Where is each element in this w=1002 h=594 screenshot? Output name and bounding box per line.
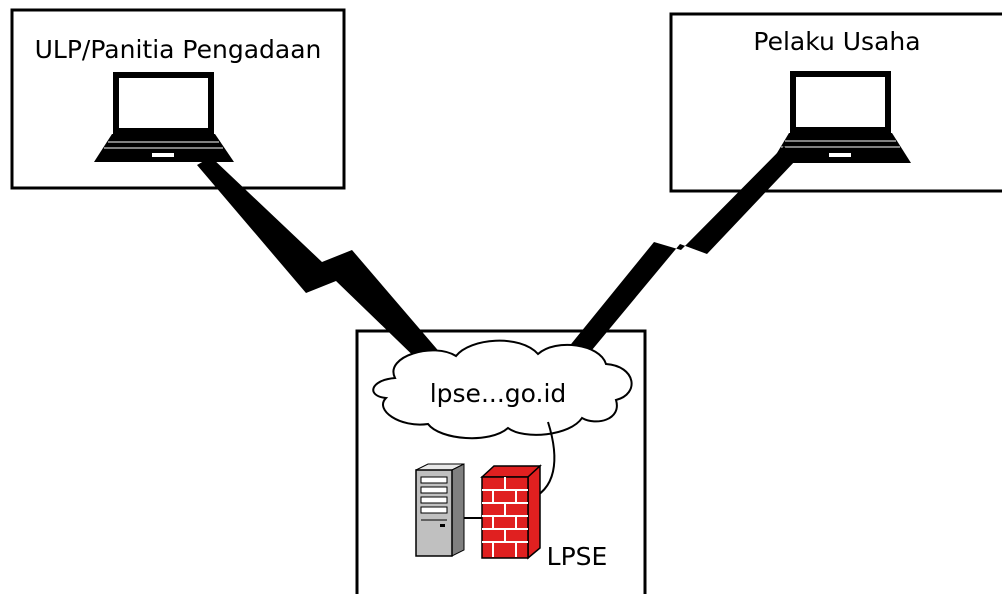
laptop-icon (771, 71, 911, 163)
cloud-node: lpse...go.id (372, 339, 633, 440)
pelaku-label: Pelaku Usaha (753, 27, 920, 56)
ulp-label: ULP/Panitia Pengadaan (35, 35, 322, 64)
cloud-shape (372, 339, 633, 440)
lightning-link-right (563, 146, 796, 362)
ulp-node: ULP/Panitia Pengadaan (10, 8, 346, 190)
cloud-label: lpse...go.id (430, 379, 567, 408)
laptop-icon (94, 72, 234, 162)
server-tower-icon (415, 463, 465, 557)
lightning-link-left (197, 157, 448, 370)
firewall-icon (480, 464, 542, 560)
lpse-label: LPSE (547, 542, 608, 571)
pelaku-node: Pelaku Usaha (669, 12, 1002, 193)
